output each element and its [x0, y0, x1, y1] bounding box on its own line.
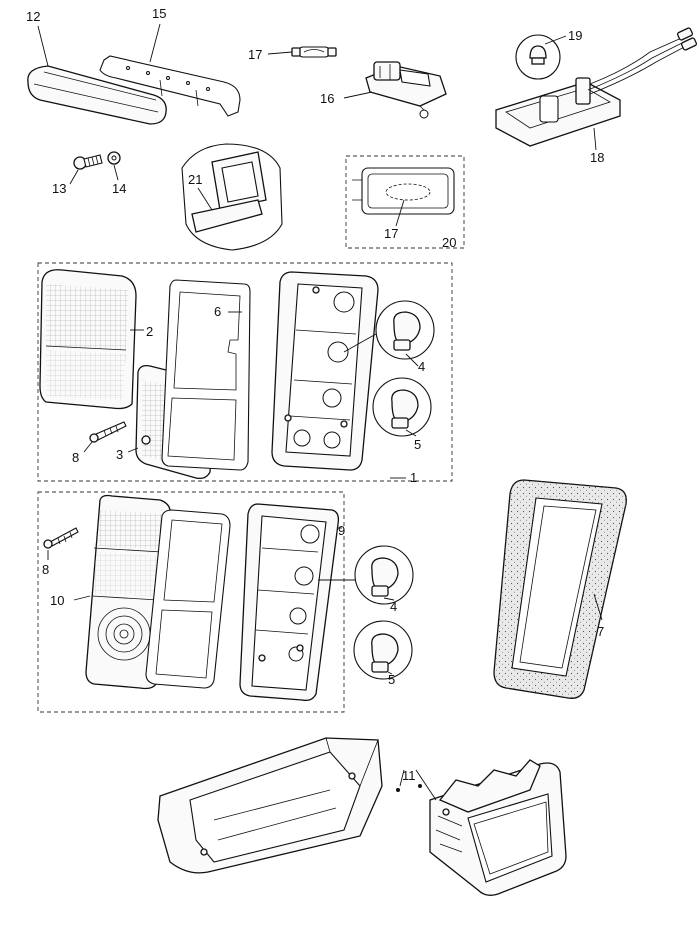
callout-6: 6 — [214, 304, 221, 319]
callout-19: 19 — [568, 28, 582, 43]
part-21-bracket — [181, 143, 283, 251]
callout-3: 3 — [116, 447, 123, 462]
part-8-screw-upper — [89, 421, 127, 443]
leader-dot-unit — [418, 784, 422, 788]
callout-15: 15 — [152, 6, 166, 21]
callout-17-interior: 17 — [384, 226, 398, 241]
part-18-lamp-housing — [495, 27, 698, 147]
part-5-bulb-upper — [372, 377, 432, 437]
callout-12: 12 — [26, 9, 40, 24]
callout-5-upper: 5 — [414, 437, 421, 452]
callout-8-lower: 8 — [42, 562, 49, 577]
part-19-wedge-bulb-detail — [515, 34, 561, 80]
callout-9: 9 — [338, 523, 345, 538]
part-9-lamp-body — [239, 503, 340, 702]
part-15-plate-lamp-base — [99, 55, 241, 117]
callout-16: 16 — [320, 91, 334, 106]
part-13-screw — [73, 154, 103, 170]
callout-8-upper: 8 — [72, 450, 79, 465]
group-box-9 — [37, 491, 345, 713]
callout-10: 10 — [50, 593, 64, 608]
part-16-bulb-holder — [365, 61, 447, 119]
part-12-plate-lamp-lens — [27, 65, 167, 125]
part-5-bulb-lower — [353, 620, 413, 680]
callout-11: 11 — [402, 768, 416, 783]
callout-21: 21 — [188, 172, 202, 187]
part-14-washer — [107, 151, 121, 165]
part-4-bulb-upper — [375, 300, 435, 360]
callout-17-top: 17 — [248, 47, 262, 62]
callout-2: 2 — [146, 324, 153, 339]
part-1-lamp-body — [271, 271, 379, 471]
part-2-rear-lamp-lens — [39, 269, 137, 410]
part-7-foam-surround — [493, 479, 627, 699]
callout-13: 13 — [52, 181, 66, 196]
callout-5-lower: 5 — [388, 672, 395, 687]
part-17-festoon-bulb — [291, 46, 337, 58]
leader-dot-cover — [396, 788, 400, 792]
group-box-20 — [345, 155, 465, 249]
part-gasket-lower — [145, 509, 231, 689]
part-11-lamp-unit — [429, 759, 567, 896]
callout-20: 20 — [442, 235, 456, 250]
group-box-1 — [37, 262, 453, 482]
callout-18: 18 — [590, 150, 604, 165]
callout-4-lower: 4 — [390, 599, 397, 614]
callout-7: 7 — [597, 624, 604, 639]
part-20-interior-lamp — [352, 167, 455, 215]
part-6-gasket — [161, 279, 251, 471]
callout-14: 14 — [112, 181, 126, 196]
callout-4-upper: 4 — [418, 359, 425, 374]
part-4-bulb-lower — [354, 545, 414, 605]
callout-1: 1 — [410, 470, 417, 485]
part-11-lamp-cover — [157, 737, 383, 874]
part-8-screw-lower — [43, 527, 79, 549]
